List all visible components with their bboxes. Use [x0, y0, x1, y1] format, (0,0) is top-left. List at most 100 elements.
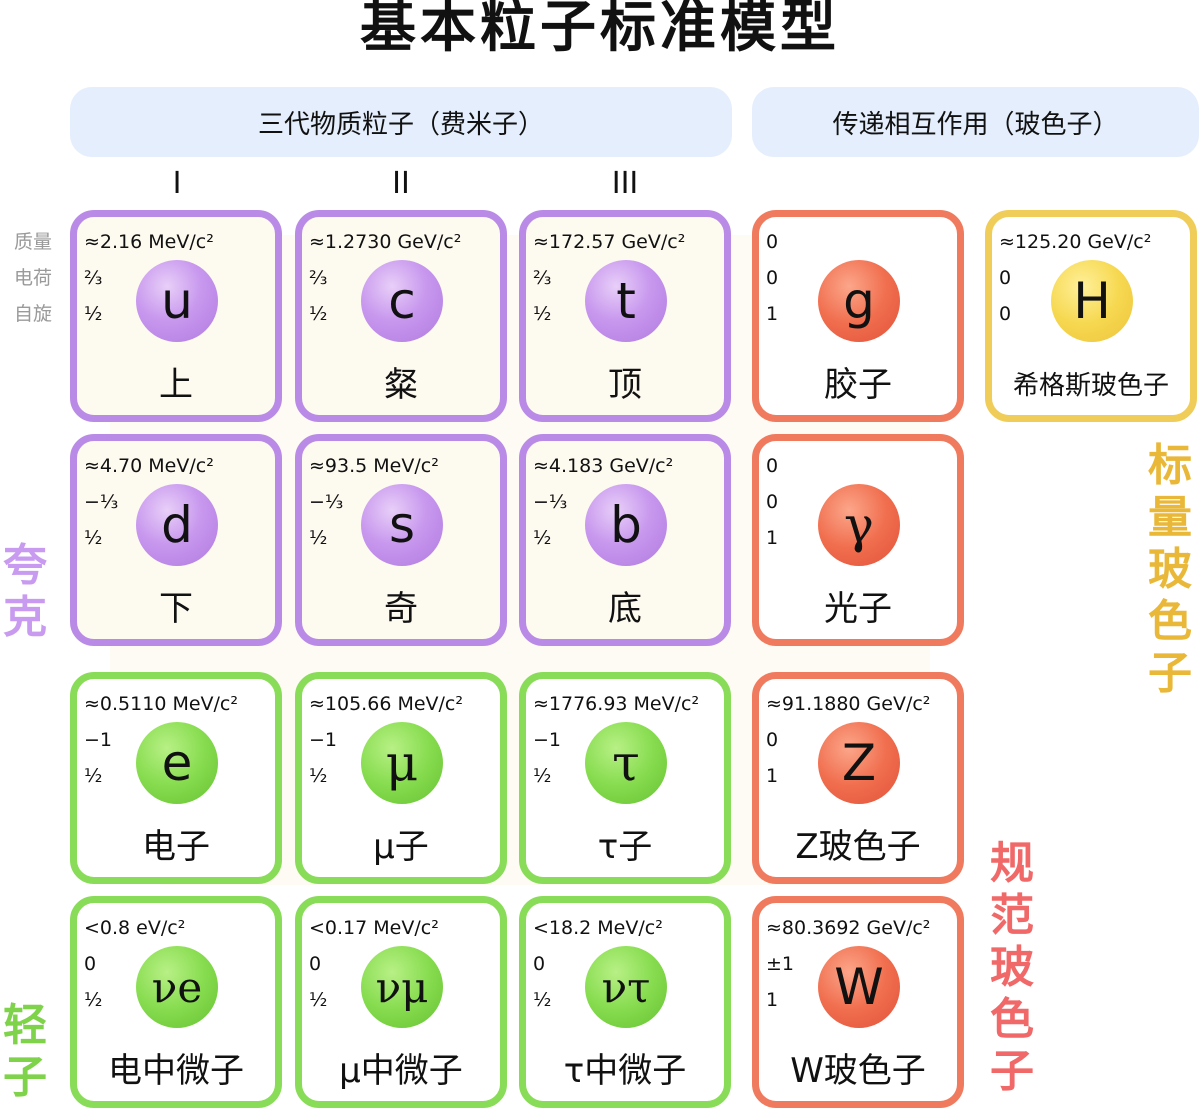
particle-symbol: u [136, 260, 218, 342]
particle-mass: ≈125.20 GeV/c² [999, 231, 1152, 253]
particle-symbol: γ [818, 484, 900, 566]
particle-mass: ≈4.70 MeV/c² [84, 455, 214, 477]
particle-mass: <18.2 MeV/c² [533, 917, 663, 939]
particle-spin: ½ [84, 765, 103, 787]
particle-name: W玻色子 [790, 1051, 926, 1091]
particle-name: 希格斯玻色子 [1012, 371, 1169, 401]
particle-name: 光子 [824, 589, 892, 629]
particle-charge: ⅔ [533, 267, 552, 289]
particle-charge: −⅓ [309, 491, 344, 513]
particle-spin: ½ [533, 989, 552, 1011]
particle-card-muon-neutrino[interactable]: <0.17 MeV/c² 0 ½ νμ μ中微子 [295, 896, 507, 1108]
leptons-label: 轻子 [3, 1000, 47, 1103]
particle-spin: ½ [533, 527, 552, 549]
particle-mass: ≈91.1880 GeV/c² [766, 693, 931, 715]
particle-card-muon[interactable]: ≈105.66 MeV/c² −1 ½ μ μ子 [295, 672, 507, 884]
particle-symbol: τ [585, 722, 667, 804]
particle-card-up[interactable]: ≈2.16 MeV/c² ⅔ ½ u 上 [70, 210, 282, 422]
particle-symbol: g [818, 260, 900, 342]
particle-card-electron-neutrino[interactable]: <0.8 eV/c² 0 ½ νe 电中微子 [70, 896, 282, 1108]
particle-symbol: e [136, 722, 218, 804]
charge-row-label: 电荷 [14, 267, 53, 289]
particle-spin: ½ [533, 303, 552, 325]
gauge-bosons-label: 规范玻色子 [990, 838, 1034, 1097]
mass-row-label: 质量 [14, 231, 53, 253]
particle-name: τ中微子 [563, 1051, 687, 1091]
quarks-label: 夸克 [3, 540, 47, 643]
particle-name: 底 [608, 589, 642, 629]
scalar-bosons-label: 标量玻色子 [1148, 440, 1192, 699]
particle-symbol: d [136, 484, 218, 566]
particle-card-strange[interactable]: ≈93.5 MeV/c² −⅓ ½ s 奇 [295, 434, 507, 646]
particle-card-down[interactable]: ≈4.70 MeV/c² −⅓ ½ d 下 [70, 434, 282, 646]
particle-charge: 0 [84, 953, 97, 975]
generation-1-label: I [172, 166, 182, 201]
particle-name: 下 [159, 589, 193, 629]
particle-charge: ⅔ [309, 267, 328, 289]
particle-mass: ≈0.5110 MeV/c² [84, 693, 238, 715]
particle-card-top[interactable]: ≈172.57 GeV/c² ⅔ ½ t 顶 [519, 210, 731, 422]
particle-spin: ½ [84, 989, 103, 1011]
particle-name: 上 [159, 365, 193, 405]
particle-symbol: c [361, 260, 443, 342]
particle-name: μ子 [373, 827, 429, 867]
particle-name: μ中微子 [339, 1051, 463, 1091]
particle-card-gluon[interactable]: 0 0 1 g 胶子 [752, 210, 964, 422]
particle-spin: ½ [309, 303, 328, 325]
particle-spin: 0 [999, 303, 1012, 325]
bosons-header: 传递相互作用（玻色子） [752, 87, 1199, 157]
particle-mass: ≈172.57 GeV/c² [533, 231, 686, 253]
particle-symbol: t [585, 260, 667, 342]
particle-symbol: W [818, 946, 900, 1028]
particle-symbol: ντ [585, 946, 667, 1028]
particle-mass: ≈105.66 MeV/c² [309, 693, 463, 715]
particle-charge: −1 [533, 729, 562, 751]
particle-symbol: Z [818, 722, 900, 804]
particle-mass: 0 [766, 231, 779, 253]
particle-spin: 1 [766, 527, 779, 549]
particle-spin: ½ [309, 527, 328, 549]
particle-charge: −1 [309, 729, 338, 751]
particle-name: 顶 [608, 365, 642, 405]
particle-card-tau-neutrino[interactable]: <18.2 MeV/c² 0 ½ ντ τ中微子 [519, 896, 731, 1108]
particle-card-photon[interactable]: 0 0 1 γ 光子 [752, 434, 964, 646]
particle-card-bottom[interactable]: ≈4.183 GeV/c² −⅓ ½ b 底 [519, 434, 731, 646]
particle-charge: 0 [533, 953, 546, 975]
particle-symbol: νμ [361, 946, 443, 1028]
particle-spin: 1 [766, 765, 779, 787]
particle-mass: ≈80.3692 GeV/c² [766, 917, 931, 939]
particle-spin: ½ [309, 989, 328, 1011]
particle-card-charm[interactable]: ≈1.2730 GeV/c² ⅔ ½ c 粲 [295, 210, 507, 422]
particle-charge: ⅔ [84, 267, 103, 289]
particle-card-electron[interactable]: ≈0.5110 MeV/c² −1 ½ e 电子 [70, 672, 282, 884]
particle-name: 胶子 [824, 365, 892, 405]
generation-3-label: III [611, 166, 639, 201]
particle-charge: 0 [766, 491, 779, 513]
particle-symbol: μ [361, 722, 443, 804]
particle-card-z-boson[interactable]: ≈91.1880 GeV/c² 0 1 Z Z玻色子 [752, 672, 964, 884]
particle-card-w-boson[interactable]: ≈80.3692 GeV/c² ±1 1 W W玻色子 [752, 896, 964, 1108]
fermions-header: 三代物质粒子（费米子） [70, 87, 732, 157]
particle-charge: 0 [766, 267, 779, 289]
particle-spin: 1 [766, 989, 779, 1011]
particle-spin: ½ [84, 303, 103, 325]
particle-card-higgs[interactable]: ≈125.20 GeV/c² 0 0 H 希格斯玻色子 [985, 210, 1197, 422]
particle-name: 奇 [384, 589, 418, 629]
particle-card-tau[interactable]: ≈1776.93 MeV/c² −1 ½ τ τ子 [519, 672, 731, 884]
particle-mass: 0 [766, 455, 779, 477]
particle-mass: ≈1.2730 GeV/c² [309, 231, 462, 253]
particle-spin: ½ [84, 527, 103, 549]
particle-symbol: H [1051, 260, 1133, 342]
particle-symbol: νe [136, 946, 218, 1028]
particle-symbol: b [585, 484, 667, 566]
particle-charge: 0 [309, 953, 322, 975]
particle-name: 粲 [384, 365, 418, 405]
particle-name: Z玻色子 [795, 827, 921, 867]
generation-2-label: II [392, 166, 410, 201]
particle-charge: 0 [999, 267, 1012, 289]
particle-name: τ子 [597, 827, 653, 867]
particle-name: 电中微子 [108, 1051, 244, 1091]
particle-mass: ≈93.5 MeV/c² [309, 455, 439, 477]
particle-charge: −1 [84, 729, 113, 751]
particle-charge: ±1 [766, 953, 795, 975]
